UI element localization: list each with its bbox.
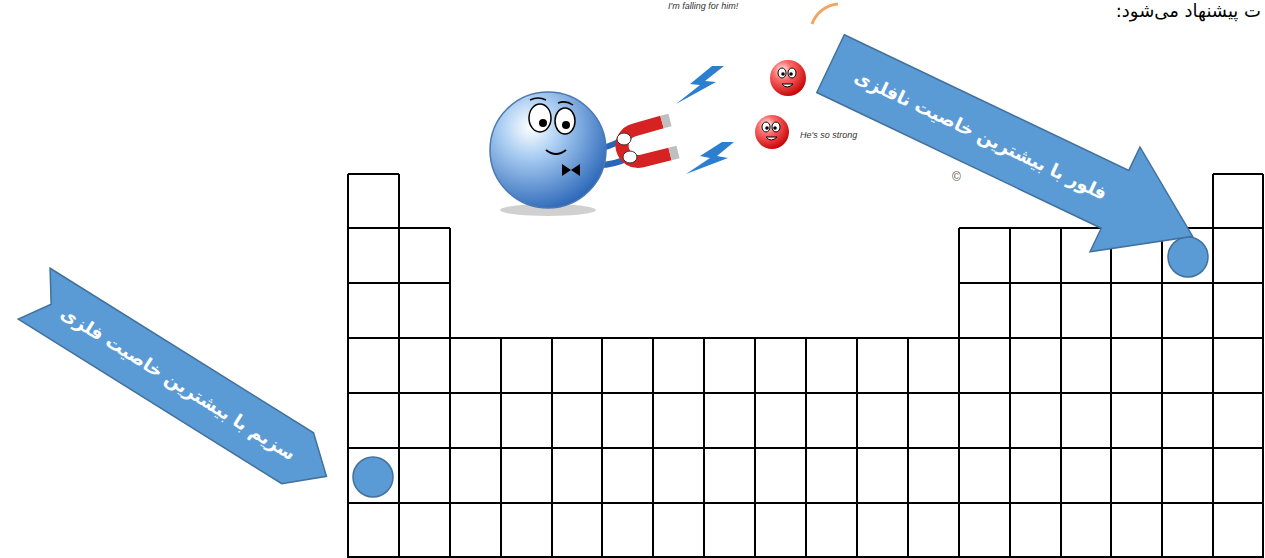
page-text: ت پیشنهاد می‌شود: xyxy=(1116,0,1261,22)
arrow-callout: سزیم با بیشترین خاصیت فلزی xyxy=(18,268,342,502)
speech-label: I'm falling for him! xyxy=(668,1,738,12)
speech-label: He's so strong xyxy=(800,130,857,141)
fluorine-dot xyxy=(1168,237,1208,277)
atom-cartoon xyxy=(490,4,838,216)
arrow-text: سزیم با بیشترین خاصیت فلزی xyxy=(55,301,299,465)
arrow-outline xyxy=(806,11,1218,288)
arrow-callout: فلور با بیشترین خاصیت نافلزی xyxy=(806,11,1218,288)
copyright-mark: © xyxy=(952,170,961,184)
arrow-outline xyxy=(18,268,342,502)
cesium-dot xyxy=(353,457,393,497)
arrow-text: فلور با بیشترین خاصیت نافلزی xyxy=(850,65,1111,205)
